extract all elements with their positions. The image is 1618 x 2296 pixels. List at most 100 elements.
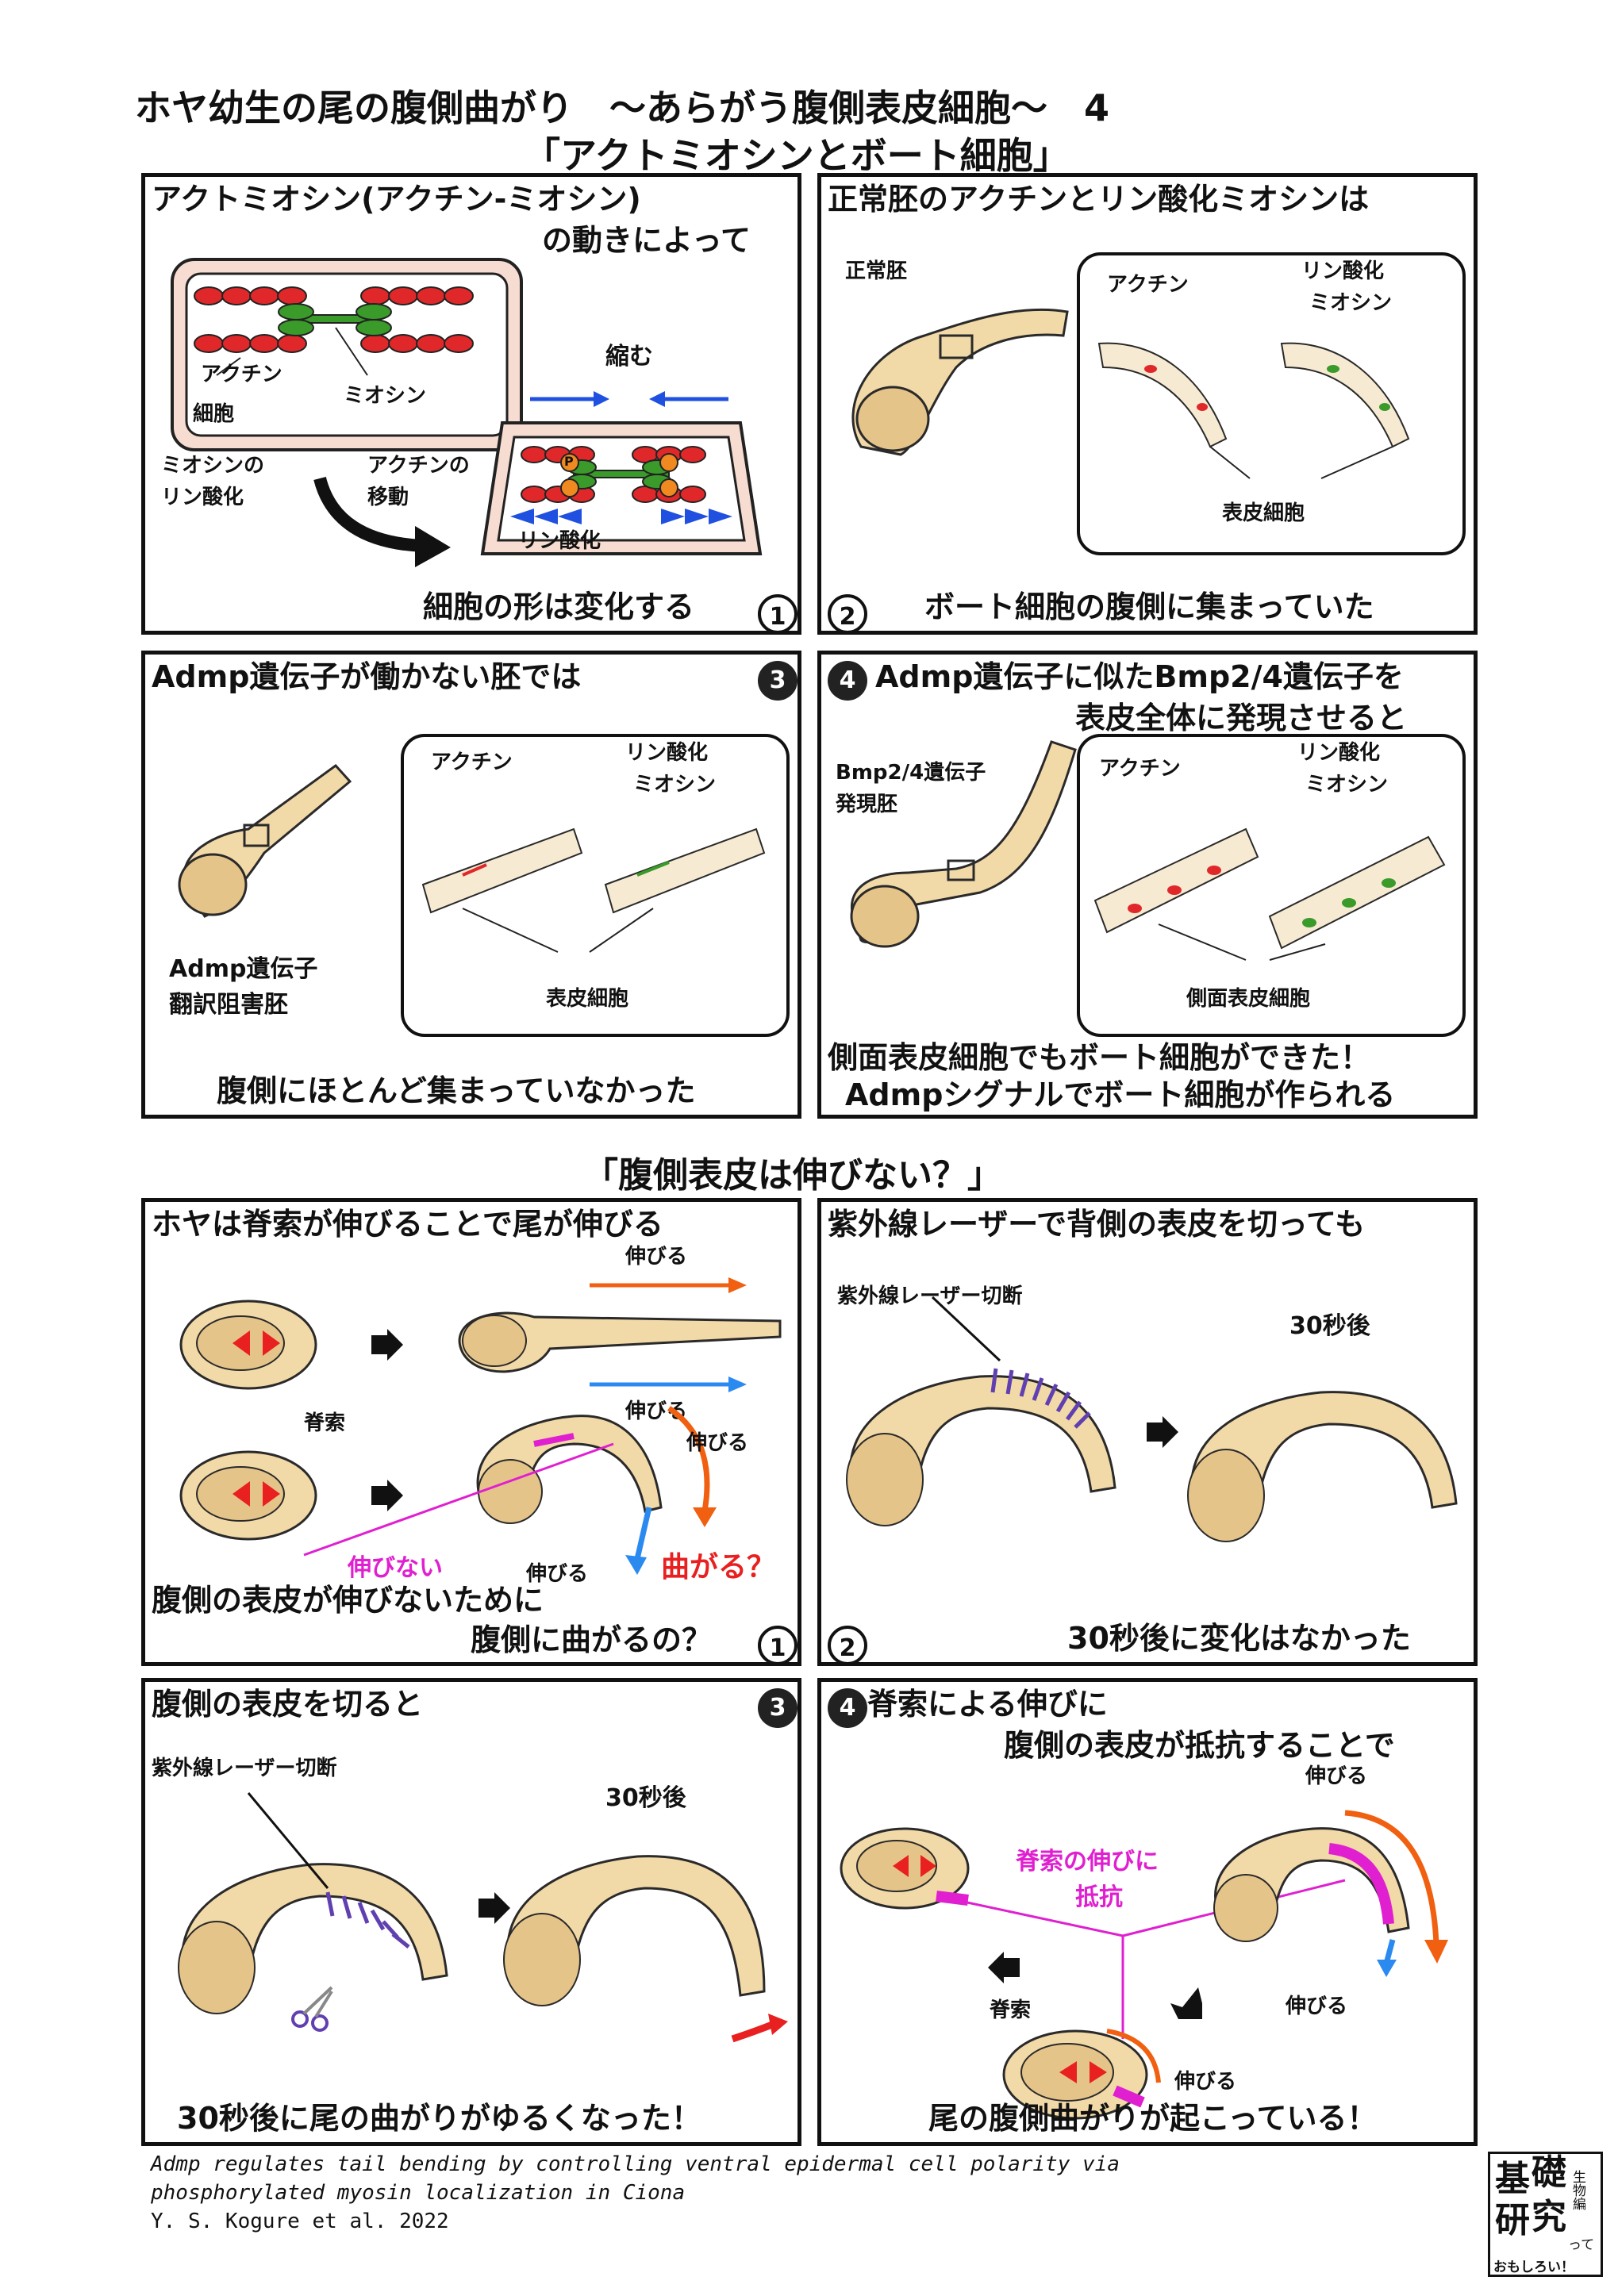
panel-number: 2 [828,594,867,634]
bend-arrow-orange [667,1406,717,1527]
label-embryo: Bmp2/4遺伝子 [836,761,986,785]
epidermal-cells-normal [1097,342,1410,479]
label-normal-embryo: 正常胚 [845,259,908,283]
embryo-resist-left [840,1827,970,1910]
embryo-top-right [458,1311,782,1373]
panel-footer-2: Admpシグナルでボート細胞が作られる [845,1077,1396,1112]
label-extend-top: 伸びる [1305,1764,1368,1788]
panel-heading: 正常胚のアクチンとリン酸化ミオシンは [828,182,1370,217]
label-phos: リン酸化 [518,529,601,553]
panel-heading: Admp遺伝子に似たBmp2/4遺伝子を [875,659,1404,694]
resist-line [303,1442,614,1557]
scissors-icon [291,1986,333,2032]
label-extend-lower: 伸びる [526,1562,589,1586]
panel-heading: ホヤは脊索が伸びることで尾が伸びる [152,1207,663,1242]
panel-footer: 30秒後に尾の曲がりがゆるくなった！ [177,2101,701,2136]
label-bend: 曲がる？ [661,1551,776,1584]
panel-bmp-expression: 4 Admp遺伝子に似たBmp2/4遺伝子を 表皮全体に発現させると Bmp2/… [817,651,1478,1119]
panel-footer-2: 腹側に曲がるの？ [471,1622,713,1657]
label-embryo: Admp遺伝子 [169,955,318,983]
panel-footer: 腹側の表皮が伸びないために [152,1583,544,1618]
extend-arrow-top [590,1277,747,1293]
panel-number: 4 [828,1688,867,1728]
label-actin: アクチン [1107,273,1189,297]
panel-number: 1 [758,1626,797,1665]
extend-arrow-bottom [590,1376,747,1392]
stamp-char: 研 [1495,2200,1530,2240]
panel-resistance: 4 脊索による伸びに 腹側の表皮が抵抗することで 伸びる 脊索の伸びに 抵抗 伸… [817,1678,1478,2146]
label-actin-move-2: 移動 [367,486,409,509]
label-embryo-2: 発現胚 [836,793,898,816]
embryo-resist-bottom [1002,2029,1161,2120]
label-notochord: 脊索 [990,1998,1032,2022]
embryo-top-left [179,1300,317,1390]
embryo-resist-right [1213,1810,1448,1977]
page-title: ホヤ幼生の尾の腹側曲がり 〜あらがう腹側表皮細胞〜 4 [135,86,1110,129]
page-subtitle: 「アクトミオシンとボート細胞」 [524,134,1070,177]
label-epidermal: 側面表皮細胞 [1186,987,1311,1011]
embryo-dorsal-cut [846,1296,1116,1526]
knockdown-embryo [178,763,352,918]
stamp-bottom: おもしろい！ [1493,2260,1574,2275]
embryo-ventral-cut [178,1792,448,2014]
label-actin: アクチン [431,751,513,774]
step-arrow [371,1480,403,1511]
label-pmyosin-2: ミオシン [1309,291,1393,315]
panel-heading-2: 表皮全体に発現させると [1075,701,1408,735]
contract-arrows [530,391,728,407]
stamp-char: 礎 [1532,2152,1566,2193]
panel-footer: 30秒後に変化はなかった [1067,1621,1411,1656]
label-extend-bottom: 伸びる [1174,2070,1237,2094]
embryo-relaxed [503,1855,788,2043]
citation-line-2: phosphorylated myosin localization in Ci… [151,2181,686,2205]
label-pmyosin: リン酸化 [1301,259,1385,283]
label-notochord: 脊索 [304,1411,346,1435]
embryo-after [1187,1391,1458,1542]
panel-number: 1 [758,594,797,634]
label-resist: 脊索の伸びに [1016,1848,1159,1876]
label-epidermal: 表皮細胞 [1222,501,1305,525]
label-embryo-2: 翻訳阻害胚 [169,991,288,1019]
label-extend-top: 伸びる [625,1245,688,1269]
label-extend-right: 伸びる [1286,1995,1348,2018]
zoom-inset [1077,252,1466,555]
stamp-char: 基 [1495,2159,1530,2199]
label-extend-right: 伸びる [686,1431,749,1455]
cell-diagram-relaxed [171,258,523,451]
panel-ventral-cut: 腹側の表皮を切ると 3 紫外線レーザー切断 30秒後 30秒後に尾の曲がりがゆる… [141,1678,801,2146]
process-arrow [313,476,451,567]
panel-number: 4 [828,661,867,701]
panel-footer: 腹側にほとんど集まっていなかった [217,1073,696,1108]
label-laser: 紫外線レーザー切断 [837,1284,1023,1308]
embryo-bottom-left [179,1450,317,1541]
panel-heading: 脊索による伸びに [867,1687,1108,1722]
bmp-embryo [850,740,1077,948]
label-myosin-phos-2: リン酸化 [161,486,244,509]
panel-normal-embryo: 正常胚のアクチンとリン酸化ミオシンは 正常胚 アクチン リン酸化 ミオシン 表皮… [817,173,1478,635]
step-arrow [1147,1416,1178,1448]
label-after: 30秒後 [1289,1312,1370,1340]
epidermal-cells-knockdown [421,827,766,953]
citation-line-3: Y. S. Kogure et al. 2022 [151,2210,449,2233]
label-myosin-phos: ミオシンの [161,454,265,478]
panel-notochord-extension: ホヤは脊索が伸びることで尾が伸びる 伸びる 伸びる 脊索 伸びる 伸びない 伸び… [141,1198,801,1666]
label-epidermal: 表皮細胞 [546,987,629,1011]
panel-heading-2: 腹側の表皮が抵抗することで [1004,1728,1395,1763]
panel-heading: Admp遺伝子が働かない胚では [152,659,582,694]
panel-heading: アクトミオシン(アクチン-ミオシン) [152,182,641,217]
panel-footer: 側面表皮細胞でもボート細胞ができた！ [828,1040,1371,1075]
step-arrow-2 [1170,1987,1202,2019]
step-arrow [478,1892,510,1924]
panel-number: 2 [828,1626,867,1665]
panel-dorsal-cut: 紫外線レーザーで背側の表皮を切っても 紫外線レーザー切断 30秒後 2 30秒後… [817,1198,1478,1666]
epidermal-cells-bmp [1093,827,1446,961]
normal-embryo [851,308,1069,456]
section-title: 「腹側表皮は伸びない？」 [583,1155,1002,1196]
label-contract: 縮む [605,343,653,371]
label-cell: 細胞 [193,402,235,426]
stamp-char: 究 [1532,2197,1566,2237]
step-arrow [371,1329,403,1361]
label-actin-move: アクチンの [367,454,470,478]
p-marker: P [564,454,574,469]
panel-footer: 尾の腹側曲がりが起こっている！ [928,2101,1378,2136]
